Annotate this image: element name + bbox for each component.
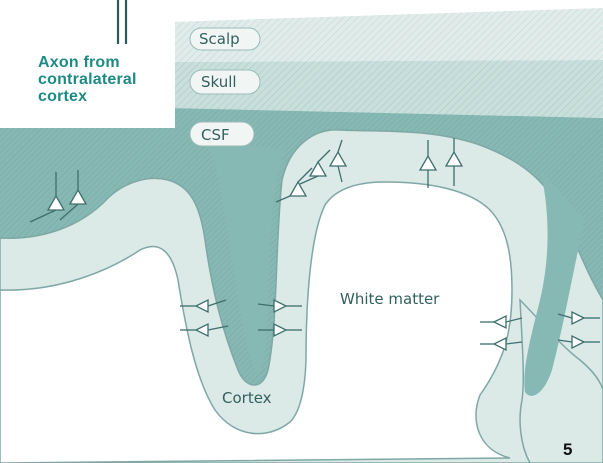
label-white-matter: White matter — [340, 290, 440, 308]
label-skull: Skull — [201, 73, 237, 91]
label-cortex: Cortex — [222, 389, 272, 407]
axon-label: Axon from contralateral cortex — [38, 54, 137, 105]
label-csf: CSF — [201, 126, 230, 144]
page-number: 5 — [563, 440, 572, 460]
label-scalp: Scalp — [199, 30, 240, 48]
axon-label-line3: cortex — [38, 88, 137, 105]
axon-label-box: Axon from contralateral cortex — [0, 0, 175, 128]
axon-label-line1: Axon from — [38, 54, 137, 71]
axon-label-line2: contralateral — [38, 71, 137, 88]
